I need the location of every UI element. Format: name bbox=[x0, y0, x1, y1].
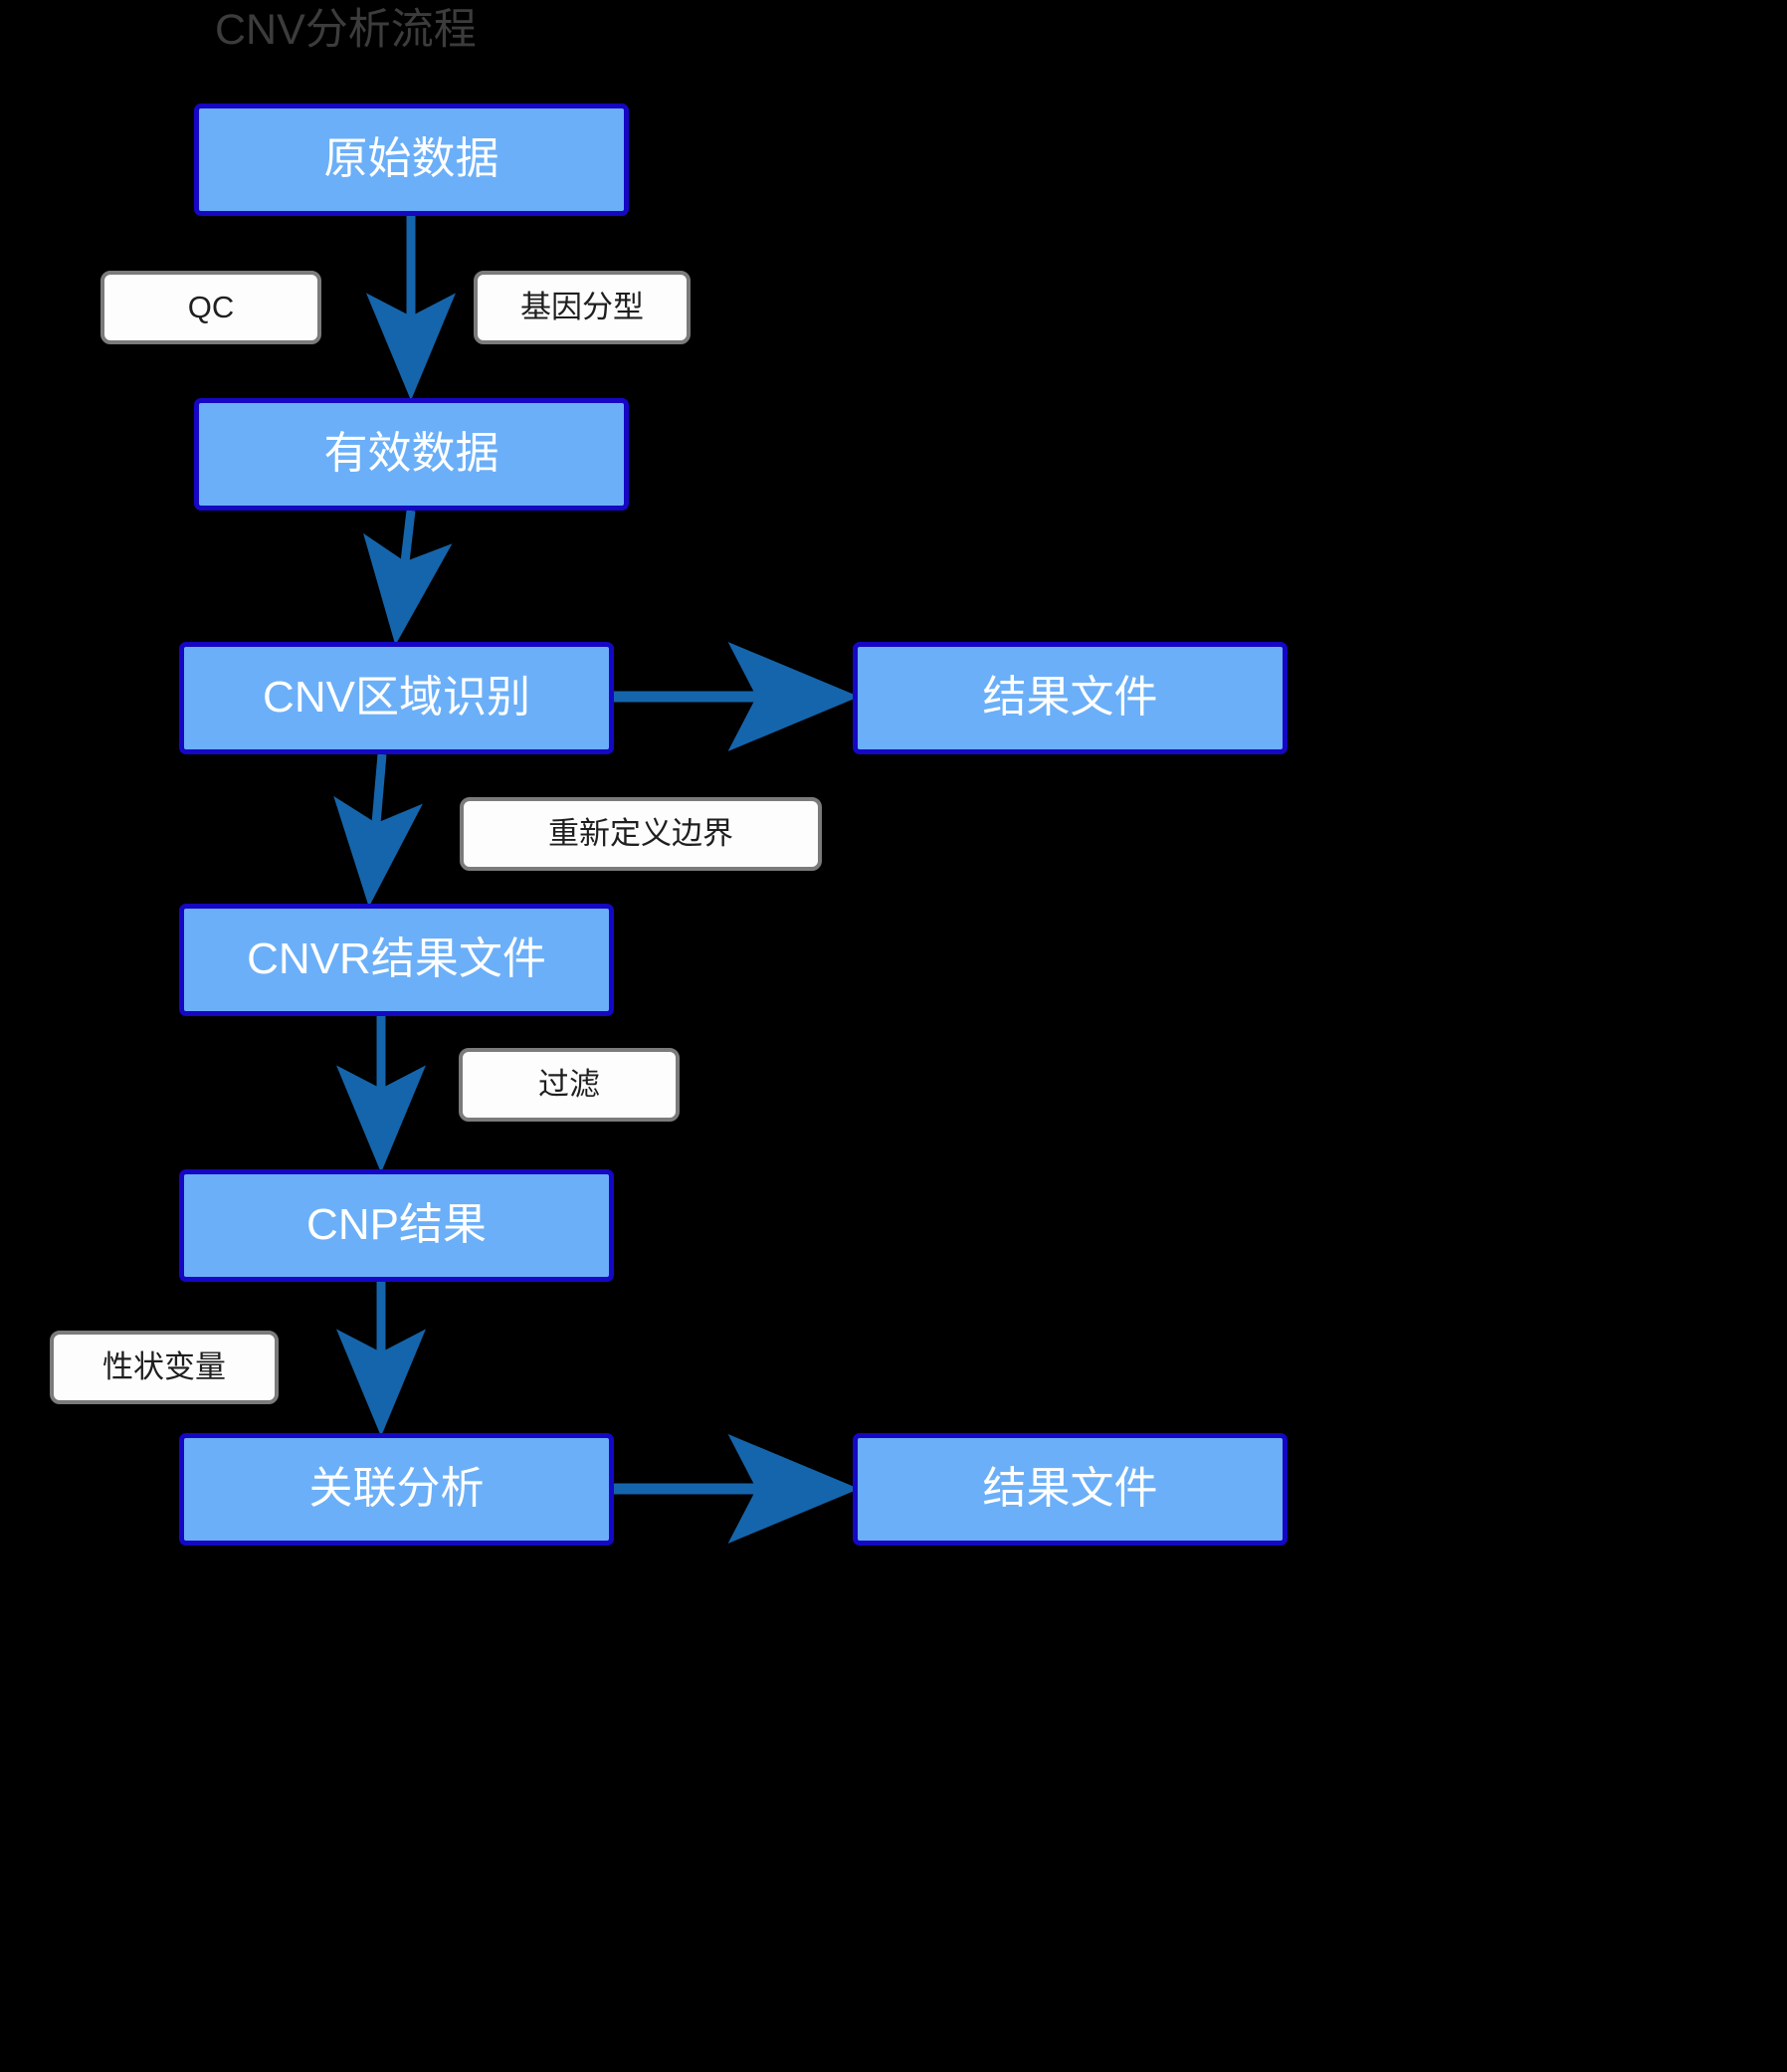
node-raw-data[interactable]: 原始数据 bbox=[194, 104, 629, 216]
edge-label-trait-variable[interactable]: 性状变量 bbox=[50, 1331, 279, 1404]
edge-valid-to-cnv bbox=[363, 510, 453, 646]
edge-label-genotyping[interactable]: 基因分型 bbox=[474, 271, 691, 344]
edge-label-text: QC bbox=[187, 289, 235, 324]
node-label: CNVR结果文件 bbox=[247, 934, 546, 984]
edge-label-text: 基因分型 bbox=[520, 289, 644, 324]
node-result-file-1[interactable]: 结果文件 bbox=[853, 642, 1288, 754]
edge-label-text: 性状变量 bbox=[102, 1348, 226, 1384]
node-label: 结果文件 bbox=[982, 673, 1158, 723]
node-assoc-analysis[interactable]: 关联分析 bbox=[179, 1433, 614, 1546]
node-label: 关联分析 bbox=[308, 1464, 485, 1514]
page-title: CNV分析流程 bbox=[215, 6, 477, 54]
node-label: 结果文件 bbox=[982, 1464, 1158, 1514]
node-label: CNP结果 bbox=[306, 1200, 487, 1250]
node-result-file-2[interactable]: 结果文件 bbox=[853, 1433, 1288, 1546]
node-valid-data[interactable]: 有效数据 bbox=[194, 398, 629, 511]
node-cnp-result[interactable]: CNP结果 bbox=[179, 1169, 614, 1282]
edge-label-filter[interactable]: 过滤 bbox=[459, 1048, 680, 1122]
edge-label-text: 过滤 bbox=[538, 1066, 600, 1102]
node-label: 原始数据 bbox=[323, 134, 499, 184]
edge-label-redefine[interactable]: 重新定义边界 bbox=[460, 797, 822, 871]
node-label: CNV区域识别 bbox=[263, 673, 530, 723]
edge-label-qc[interactable]: QC bbox=[100, 271, 321, 344]
edge-label-text: 重新定义边界 bbox=[548, 815, 733, 851]
node-cnvr-result[interactable]: CNVR结果文件 bbox=[179, 904, 614, 1016]
node-cnv-region[interactable]: CNV区域识别 bbox=[179, 642, 614, 754]
node-label: 有效数据 bbox=[323, 429, 499, 479]
edge-cnv-to-cnvr bbox=[333, 753, 423, 908]
